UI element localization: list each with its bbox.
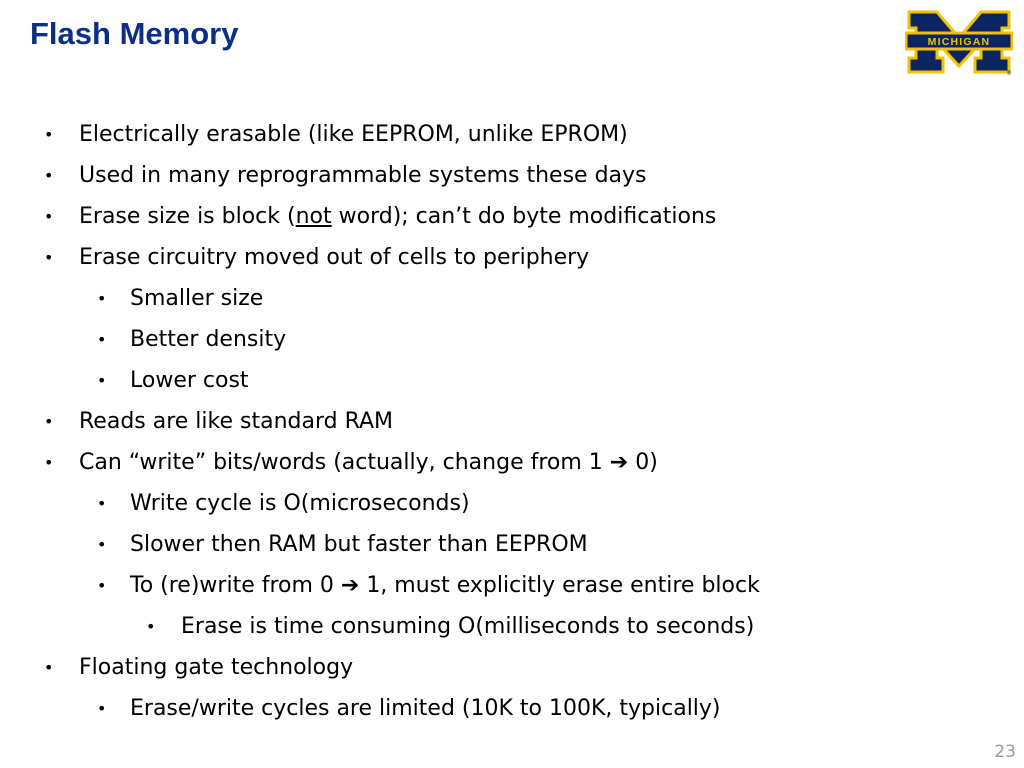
bullet-text: Write cycle is O(microseconds) [130,483,470,524]
bullet-text: Erase circuitry moved out of cells to pe… [79,237,589,278]
bullet-text: Erase/write cycles are limited (10K to 1… [130,688,721,729]
bullet-text-segment: Reads are like standard RAM [79,409,394,434]
bullet-dot-icon: • [44,125,54,144]
slide-title: Flash Memory [30,16,239,51]
bullet-text: Erase is time consuming O(milliseconds t… [181,606,754,647]
bullet-text: Electrically erasable (like EEPROM, unli… [79,114,628,155]
bullet-dot-icon: • [44,453,54,472]
bullet-dot-icon: • [97,330,107,349]
bullet-dot-icon: • [97,371,107,390]
bullet-text-segment: Smaller size [130,286,264,311]
bullet-text-segment: Can “write” bits/words (actually, change… [79,450,658,475]
logo-registered-mark: ® [1007,70,1012,76]
logo-wordmark: MICHIGAN [928,36,991,48]
bullet-dot-icon: • [97,494,107,513]
bullet-text-segment: Floating gate technology [79,655,354,680]
bullet-text: Slower then RAM but faster than EEPROM [130,524,588,565]
bullet-text-segment: Lower cost [130,368,249,393]
bullet-item: • Used in many reprogrammable systems the… [0,155,1000,196]
bullet-text: Used in many reprogrammable systems thes… [79,155,647,196]
bullet-item: • Erase/write cycles are limited (10K to … [0,688,1000,729]
michigan-block-m-logo: MICHIGAN ® [905,10,1013,76]
bullet-text: Reads are like standard RAM [79,401,393,442]
bullet-text: Smaller size [130,278,263,319]
bullet-dot-icon: • [44,248,54,267]
bullet-dot-icon: • [97,289,107,308]
bullet-item: • Floating gate technology [0,647,1000,688]
bullet-item: • Smaller size [0,278,1000,319]
bullet-item: • Erase circuitry moved out of cells to p… [0,237,1000,278]
logo-banner [905,31,1013,51]
bullet-item: • Lower cost [0,360,1000,401]
bullet-text-segment: Electrically erasable (like EEPROM, unli… [79,122,628,147]
bullet-text-segment: Erase circuitry moved out of cells to pe… [79,245,590,270]
bullet-item: • To (re)write from 0 ➔ 1, must explicitl… [0,565,1000,606]
bullet-text: Can “write” bits/words (actually, change… [79,442,658,483]
bullet-text-segment: Slower then RAM but faster than EEPROM [130,532,588,557]
bullet-item: • Reads are like standard RAM [0,401,1000,442]
bullet-text: Lower cost [130,360,249,401]
bullet-item: • Write cycle is O(microseconds) [0,483,1000,524]
bullet-dot-icon: • [97,535,107,554]
bullet-text-segment: To (re)write from 0 ➔ 1, must explicitly… [130,573,760,598]
bullet-text-segment: Write cycle is O(microseconds) [130,491,470,516]
bullet-dot-icon: • [44,207,54,226]
bullet-item: • Can “write” bits/words (actually, chang… [0,442,1000,483]
bullet-text-segment: Erase size is block ( [79,204,296,229]
bullet-item: • Slower then RAM but faster than EEPROM [0,524,1000,565]
page-number: 23 [994,742,1016,762]
bullet-text-segment: Erase is time consuming O(milliseconds t… [181,614,755,639]
bullet-dot-icon: • [44,412,54,431]
bullet-text-segment: Better density [130,327,287,352]
bullet-text: To (re)write from 0 ➔ 1, must explicitly… [130,565,760,606]
bullet-text-segment: Erase/write cycles are limited (10K to 1… [130,696,721,721]
bullet-text: Erase size is block (not word); can’t do… [79,196,716,237]
bullet-dot-icon: • [97,699,107,718]
bullet-dot-icon: • [44,166,54,185]
bullet-text: Floating gate technology [79,647,353,688]
bullet-text: Better density [130,319,286,360]
bullet-text-segment: word); can’t do byte modifications [331,204,717,229]
bullet-item: • Electrically erasable (like EEPROM, unl… [0,114,1000,155]
bullet-item: • Erase size is block (not word); can’t d… [0,196,1000,237]
bullet-text-segment: Used in many reprogrammable systems thes… [79,163,647,188]
bullet-dot-icon: • [146,617,156,636]
bullet-item: • Better density [0,319,1000,360]
bullet-dot-icon: • [97,576,107,595]
bullet-item: • Erase is time consuming O(milliseconds … [0,606,1000,647]
bullet-text-segment: not [295,204,332,229]
bullet-dot-icon: • [44,658,54,677]
bullet-list: • Electrically erasable (like EEPROM, unl… [0,114,1000,729]
